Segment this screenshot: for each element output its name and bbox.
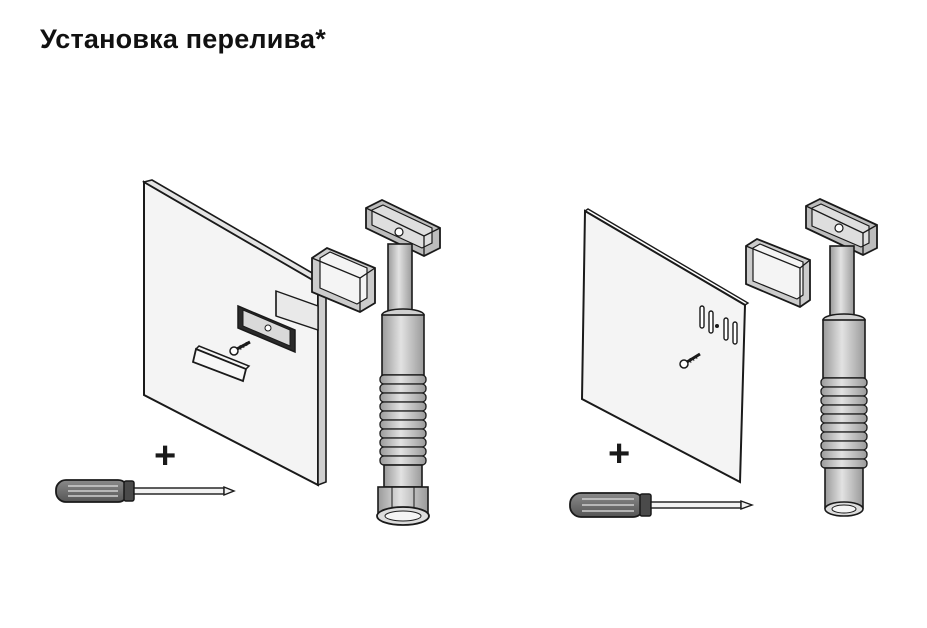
left-assembly: +: [55, 179, 441, 526]
cover-plate-icon: [191, 345, 251, 383]
plus-icon: +: [154, 435, 176, 477]
screwdriver-icon: [55, 479, 236, 503]
page-title: Установка перелива*: [40, 24, 326, 54]
right-assembly: +: [569, 198, 878, 518]
screwdriver-icon: [569, 492, 755, 518]
overflow-pipe-icon: [805, 198, 878, 517]
gasket-icon: [311, 246, 376, 314]
screw-icon: [679, 352, 701, 369]
overflow-pipe-icon: [365, 198, 441, 526]
thin-panel-icon: [580, 208, 750, 484]
mounting-frame-icon: [237, 304, 296, 354]
plus-icon: +: [608, 433, 630, 475]
gasket-icon: [745, 237, 811, 309]
screw-icon: [229, 340, 251, 356]
panel-with-cutout-icon: [141, 179, 329, 487]
